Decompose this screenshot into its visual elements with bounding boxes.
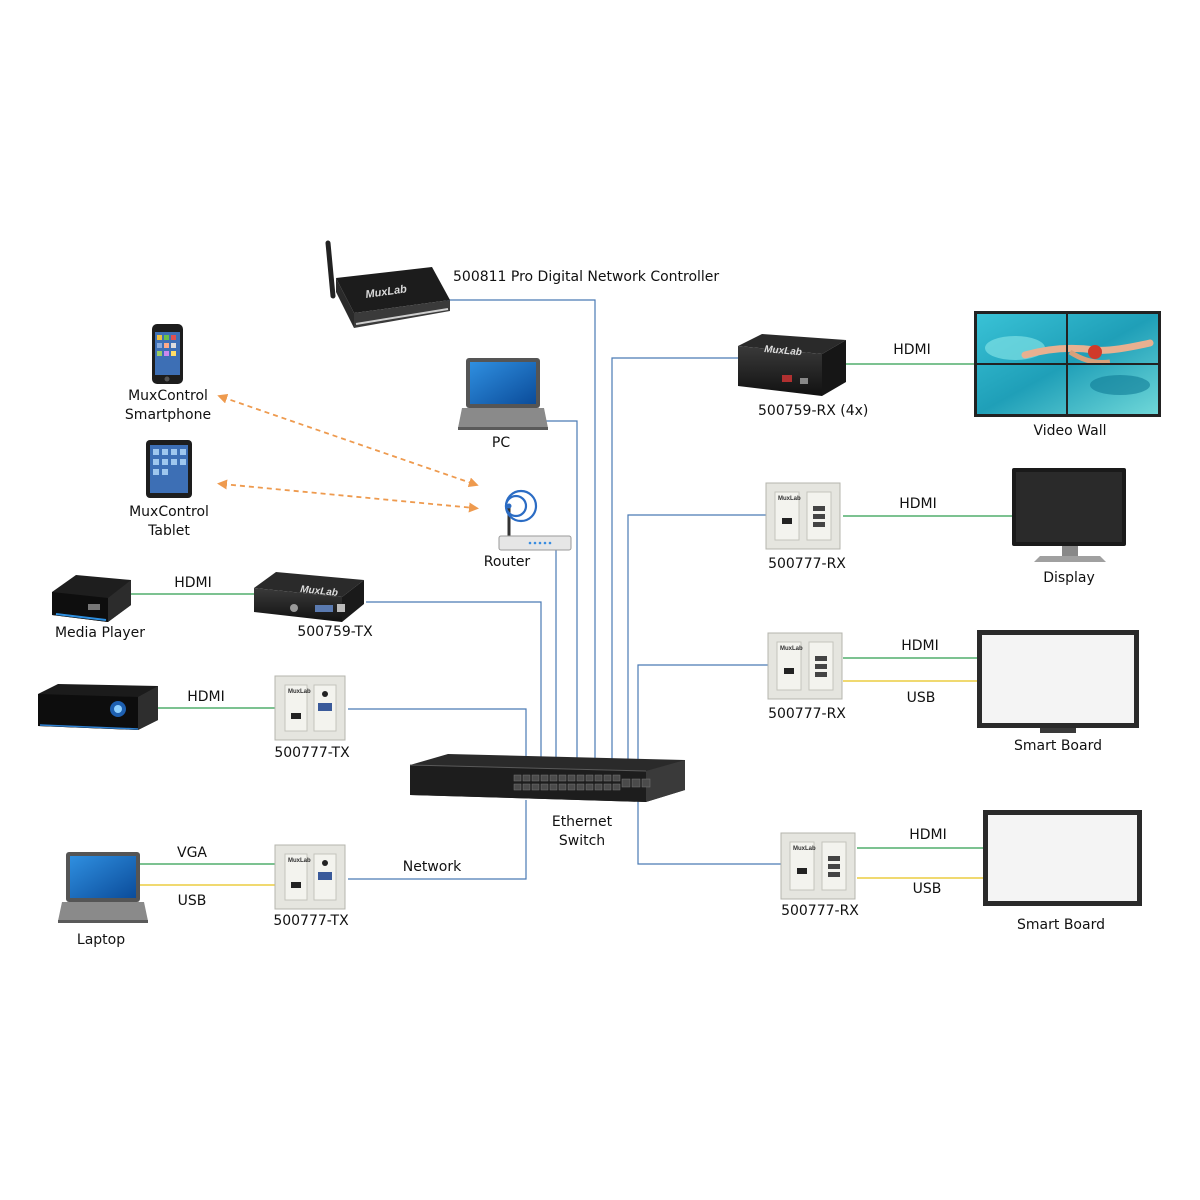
svg-text:MuxLab: MuxLab xyxy=(288,689,311,695)
link-500777tx-b-switch xyxy=(348,800,527,880)
controller-label: 500811 Pro Digital Network Controller xyxy=(453,269,720,285)
smart-board-b-label: Smart Board xyxy=(1017,917,1105,933)
wireless-smartphone-router xyxy=(217,393,479,488)
500759-rx-label: 500759-RX (4x) xyxy=(758,403,869,419)
muxlab-logo: MuxLab xyxy=(365,283,408,301)
laptop-label: Laptop xyxy=(76,932,126,948)
laptop-device xyxy=(58,852,148,923)
usb-smart-board-b-label: USB xyxy=(912,881,942,897)
video-wall-device xyxy=(974,311,1161,417)
media-player-label: Media Player xyxy=(54,625,146,641)
usb-lines xyxy=(138,680,983,886)
500777-tx-a-label: 500777-TX xyxy=(274,745,350,761)
500777-rx-a-device: MuxLab xyxy=(765,482,841,550)
switch-label-line2: Switch xyxy=(558,833,606,849)
hdmi-smart-board-b-label: HDMI xyxy=(909,827,947,843)
svg-text:MuxLab: MuxLab xyxy=(793,846,816,852)
pc-laptop-device xyxy=(458,358,548,430)
link-switch-500777rx-c xyxy=(637,800,781,865)
500759-tx-label: 500759-TX xyxy=(297,624,373,640)
link-switch-500777rx-a xyxy=(627,514,766,785)
link-pc-switch xyxy=(545,420,578,785)
link-switch-500777rx-b xyxy=(637,664,768,785)
network-label: Network xyxy=(402,859,462,875)
svg-text:MuxLab: MuxLab xyxy=(288,858,311,864)
hdmi-media-player-label: HDMI xyxy=(174,575,212,591)
smart-board-a-device xyxy=(977,630,1139,733)
500777-rx-b-label: 500777-RX xyxy=(768,706,846,722)
switch-label-line1: Ethernet xyxy=(551,814,613,830)
router-label: Router xyxy=(483,554,531,570)
hdmi-display-label: HDMI xyxy=(899,496,937,512)
link-switch-500759rx xyxy=(611,357,738,785)
usb-laptop-label: USB xyxy=(177,893,207,909)
hdmi-server-label: HDMI xyxy=(187,689,225,705)
wireless-tablet-router xyxy=(217,479,479,513)
500777-rx-b-device: MuxLab xyxy=(767,632,843,700)
vga-laptop-label: VGA xyxy=(176,845,208,861)
media-player-device xyxy=(52,575,131,622)
500777-tx-a-device: MuxLab xyxy=(274,675,346,741)
link-controller-switch xyxy=(398,299,596,785)
tablet-label-line1: MuxControl xyxy=(129,504,209,520)
500777-tx-b-label: 500777-TX xyxy=(273,913,349,929)
500777-rx-c-device: MuxLab xyxy=(780,832,856,900)
500777-rx-a-label: 500777-RX xyxy=(768,556,846,572)
network-lines xyxy=(348,299,781,880)
hdmi-smart-board-a-label: HDMI xyxy=(901,638,939,654)
tablet-device xyxy=(146,440,192,498)
tablet-label-line2: Tablet xyxy=(148,523,190,539)
ethernet-switch-device xyxy=(409,754,685,802)
display-monitor-device xyxy=(1012,468,1126,562)
svg-text:MuxLab: MuxLab xyxy=(780,646,803,652)
smartphone-label-line2: Smartphone xyxy=(124,407,212,423)
smartphone-device xyxy=(152,324,183,384)
media-server-device xyxy=(38,684,158,730)
500759-rx-device: MuxLab xyxy=(738,334,846,396)
500777-rx-c-label: 500777-RX xyxy=(781,903,859,919)
network-controller-device: MuxLab xyxy=(325,240,450,328)
500759-tx-device: MuxLab xyxy=(254,572,364,622)
video-wall-label: Video Wall xyxy=(1033,423,1107,439)
smart-board-a-label: Smart Board xyxy=(1014,738,1102,754)
pc-label: PC xyxy=(491,435,511,451)
display-label: Display xyxy=(1043,570,1095,586)
hdmi-video-wall-label: HDMI xyxy=(893,342,931,358)
usb-smart-board-a-label: USB xyxy=(906,690,936,706)
500777-tx-b-device: MuxLab xyxy=(274,844,346,910)
smartphone-label-line1: MuxControl xyxy=(128,388,208,404)
svg-text:MuxLab: MuxLab xyxy=(778,496,801,502)
hdmi-lines xyxy=(131,363,1012,865)
svg-text:MuxLab: MuxLab xyxy=(764,344,803,358)
svg-text:MuxLab: MuxLab xyxy=(300,584,339,599)
router-device xyxy=(498,489,572,551)
link-500759tx-switch xyxy=(366,601,542,785)
wireless-links xyxy=(217,393,479,513)
smart-board-b-device xyxy=(983,810,1142,906)
